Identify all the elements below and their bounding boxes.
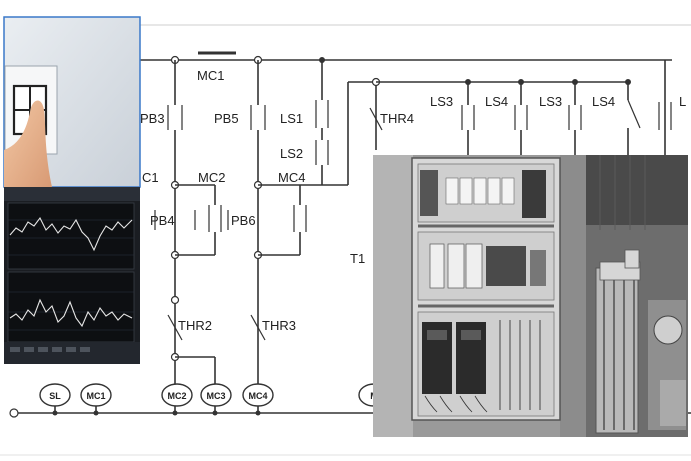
coil-label: MC4 (248, 391, 267, 401)
monitor-line-top (9, 216, 133, 252)
coil-mc3: MC3 (200, 383, 232, 407)
coil-label: MC1 (86, 391, 105, 401)
coil-label: MC3 (206, 391, 225, 401)
contact-label: PB4 (150, 213, 175, 228)
contact-label: MC1 (197, 68, 224, 83)
coil-label: MC2 (167, 391, 186, 401)
coil-label: SL (49, 391, 61, 401)
monitor-line-bottom (9, 298, 133, 328)
contact-label: THR2 (178, 318, 212, 333)
finger (4, 100, 52, 187)
contact-label: C1 (142, 170, 159, 185)
contact-label: PB5 (214, 111, 239, 126)
coil-mc1: MC1 (80, 383, 112, 407)
contact-label: T1 (350, 251, 365, 266)
contact-label: LS4 (485, 94, 508, 109)
coil-sl: SL (39, 383, 71, 407)
coil-mc4: MC4 (242, 383, 274, 407)
contact-label: LS4 (592, 94, 615, 109)
contact-label: LS3 (430, 94, 453, 109)
cabinet-photo (373, 155, 688, 437)
contact-label: LS3 (539, 94, 562, 109)
switch-photo (3, 16, 141, 188)
contact-label: PB3 (140, 111, 165, 126)
coil-mc2: MC2 (161, 383, 193, 407)
contact-label: THR3 (262, 318, 296, 333)
contact-label: MC4 (278, 170, 305, 185)
monitor-photo (4, 187, 140, 364)
contact-label: LS1 (280, 111, 303, 126)
contact-label: THR4 (380, 111, 414, 126)
contact-label: L (679, 94, 686, 109)
contact-label: PB6 (231, 213, 256, 228)
contact-label: MC2 (198, 170, 225, 185)
contact-label: LS2 (280, 146, 303, 161)
